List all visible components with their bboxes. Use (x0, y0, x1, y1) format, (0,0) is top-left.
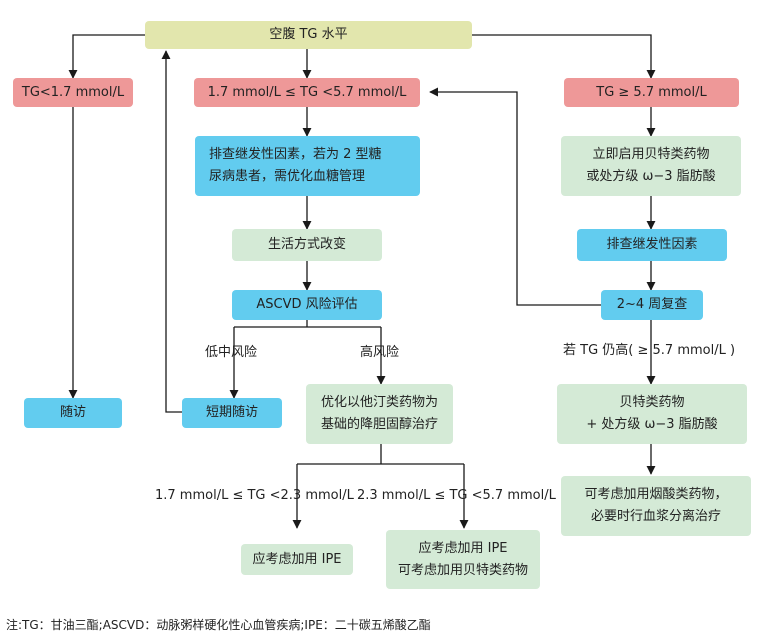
node-lifestyle: 生活方式改变 (232, 229, 382, 261)
label-high-risk: 高风险 (360, 345, 400, 360)
line-ascvd-branch (234, 320, 381, 328)
node-tg-mid-text: 1.7 mmol/L ≤ TG <5.7 mmol/L (207, 84, 407, 100)
node-recheck: 2~4 周复查 (601, 290, 703, 320)
node-tg-low-text: TG<1.7 mmol/L (21, 84, 125, 100)
arrow-top-to-low (68, 34, 145, 79)
node-ipe: 应考虑加用 IPE (241, 544, 353, 575)
node-start-drugs-line1: 立即启用贝特类药物 (592, 147, 710, 162)
node-screen-secondary: 排查继发性因素，若为 2 型糖 尿病患者，需优化血糖管理 (195, 136, 420, 196)
node-short-followup-text: 短期随访 (205, 405, 258, 420)
footnote: 注:TG：甘油三酯;ASCVD：动脉粥样硬化性心血管疾病;IPE：二十碳五烯酸乙… (6, 618, 431, 632)
node-screen-secondary-line1: 排查继发性因素，若为 2 型糖 (209, 147, 382, 162)
node-followup: 随访 (24, 398, 122, 428)
node-fibrate-combo-line2: + 处方级 ω−3 脂肪酸 (586, 417, 718, 432)
node-ascvd-text: ASCVD 风险评估 (256, 297, 358, 312)
node-ipe-fibrate: 应考虑加用 IPE 可考虑加用贝特类药物 (386, 530, 540, 589)
node-ascvd: ASCVD 风险评估 (232, 290, 382, 320)
node-ipe-fibrate-line1: 应考虑加用 IPE (418, 540, 508, 556)
node-ipe-text: 应考虑加用 IPE (252, 551, 342, 567)
node-screen-factors: 排查继发性因素 (577, 229, 727, 261)
arrow-recheck-to-mid (429, 87, 601, 306)
node-start-drugs-line2: 或处方级 ω−3 脂肪酸 (586, 169, 716, 184)
node-tg-high-text: TG ≥ 5.7 mmol/L (596, 84, 707, 100)
node-fibrate-combo: 贝特类药物 + 处方级 ω−3 脂肪酸 (557, 384, 747, 444)
node-niacin-line2: 必要时行血浆分离治疗 (590, 509, 721, 524)
node-statin-line1: 优化以他汀类药物为 (320, 395, 438, 410)
arrow-top-to-high (472, 34, 656, 79)
node-fasting-tg-text: 空腹 TG 水平 (269, 27, 348, 42)
node-niacin-line1: 可考虑加用烟酸类药物， (584, 487, 728, 502)
node-tg-low: TG<1.7 mmol/L (13, 78, 133, 107)
node-tg-mid: 1.7 mmol/L ≤ TG <5.7 mmol/L (194, 78, 420, 107)
node-fibrate-combo-line1: 贝特类药物 (619, 395, 685, 410)
label-range-high: 2.3 mmol/L ≤ TG <5.7 mmol/L (357, 488, 556, 503)
node-tg-high: TG ≥ 5.7 mmol/L (564, 78, 739, 107)
node-screen-secondary-line2: 尿病患者，需优化血糖管理 (209, 169, 366, 184)
node-recheck-text: 2~4 周复查 (616, 297, 688, 312)
node-ipe-fibrate-line2: 可考虑加用贝特类药物 (397, 562, 528, 578)
node-short-followup: 短期随访 (182, 398, 282, 428)
node-screen-factors-text: 排查继发性因素 (606, 237, 698, 252)
node-fasting-tg: 空腹 TG 水平 (145, 21, 472, 49)
label-range-low: 1.7 mmol/L ≤ TG <2.3 mmol/L (155, 488, 354, 503)
node-lifestyle-text: 生活方式改变 (267, 237, 346, 252)
arrow-short-followup-to-top (161, 50, 182, 413)
node-niacin: 可考虑加用烟酸类药物， 必要时行血浆分离治疗 (561, 476, 751, 536)
label-still-high: 若 TG 仍高( ≥ 5.7 mmol/L ) (563, 343, 736, 358)
label-low-mid-risk: 低中风险 (205, 345, 258, 360)
node-followup-text: 随访 (59, 405, 86, 420)
node-statin: 优化以他汀类药物为 基础的降胆固醇治疗 (306, 384, 453, 444)
node-start-drugs: 立即启用贝特类药物 或处方级 ω−3 脂肪酸 (561, 136, 741, 196)
line-statin-branch (297, 444, 464, 465)
node-statin-line2: 基础的降胆固醇治疗 (320, 417, 438, 432)
